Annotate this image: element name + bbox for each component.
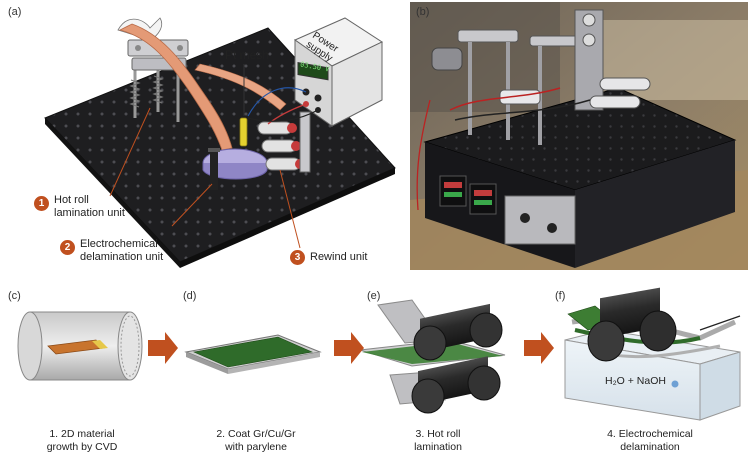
voltage-display [297, 61, 329, 81]
process-arrow-2 [334, 332, 364, 364]
panel-label-a: (a) [8, 6, 22, 18]
step-4-line1: 4. Electrochemical [607, 428, 693, 440]
step-1-line2: growth by CVD [46, 441, 118, 453]
process-arrows [148, 332, 554, 364]
copper-film-ribbon [118, 23, 233, 151]
unit-2-label-line2: delamination unit [80, 251, 164, 263]
panel-label-e: (e) [367, 290, 381, 302]
panel-label-d: (d) [183, 290, 197, 302]
pt-mesh [239, 117, 248, 147]
unit-2-label-line1: Electrochemical [80, 238, 158, 250]
unit-1-badge: 1 [34, 196, 49, 211]
unit-2-label: Electrochemical delamination unit [80, 238, 163, 264]
rewind-unit [257, 111, 311, 173]
process-arrow-3 [524, 332, 554, 364]
top-roller [413, 303, 503, 361]
step-2-caption: 2. Coat Gr/Cu/Gr with parylene [196, 428, 316, 454]
step-1-caption: 1. 2D material growth by CVD [22, 428, 142, 454]
step-3-line1: 3. Hot roll [415, 428, 461, 440]
step-4-caption: 4. Electrochemical delamination [590, 428, 710, 454]
step-2-line2: with parylene [225, 441, 287, 453]
cvd-tube [17, 311, 143, 381]
step-3-line2: lamination [414, 441, 462, 453]
apparatus-photo [410, 2, 748, 270]
unit-3-label: Rewind unit [310, 251, 368, 263]
panel-label-b: (b) [416, 6, 430, 18]
unit-3-badge: 3 [290, 250, 305, 265]
step-1-line1: 1. 2D material [49, 428, 115, 440]
unit-2-badge: 2 [60, 240, 75, 255]
panel-label-c: (c) [8, 290, 21, 302]
bubble [671, 380, 679, 388]
step-2-line1: 2. Coat Gr/Cu/Gr [216, 428, 296, 440]
panel-label-f: (f) [555, 290, 566, 302]
unit-1-label: Hot roll lamination unit [54, 194, 125, 220]
process-arrow-1 [148, 332, 178, 364]
hot-roll-lamination [359, 299, 506, 414]
bottom-roller [411, 356, 501, 414]
graphene-layer [192, 336, 314, 368]
step-3-caption: 3. Hot roll lamination [378, 428, 498, 454]
unit-1-label-line1: Hot roll [54, 194, 89, 206]
apparatus-drawing [44, 17, 396, 268]
bath-label: H₂O + NaOH [605, 375, 666, 387]
pt-mesh-label: Pt mesh [225, 48, 270, 62]
unit-1-label-line2: lamination unit [54, 207, 125, 219]
step-4-line2: delamination [620, 441, 680, 453]
coated-sample [184, 334, 322, 374]
delamination-bath [564, 287, 741, 421]
